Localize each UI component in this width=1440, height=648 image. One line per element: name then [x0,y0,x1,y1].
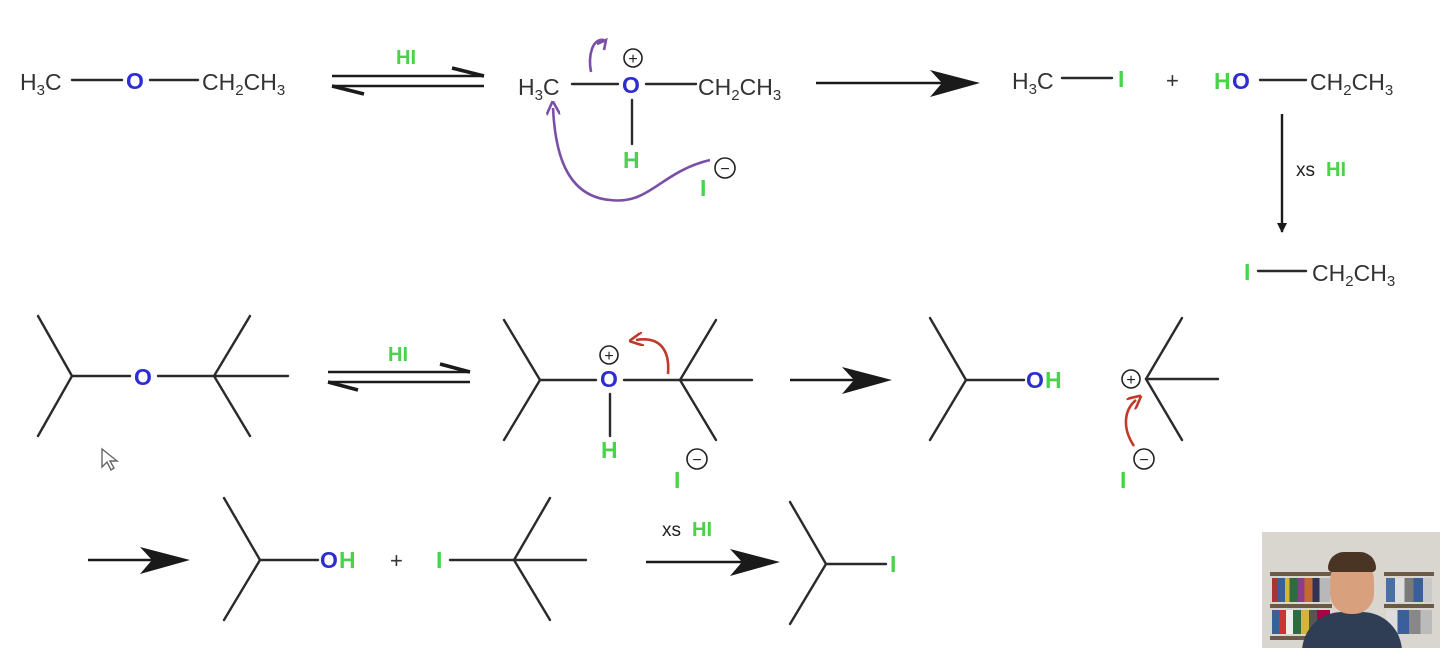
svg-text:+: + [1126,372,1135,389]
negative-charge-icon: − [1133,448,1155,470]
bond-cleavage-arrowhead [596,37,608,51]
oxygen-atom: O [1232,68,1250,94]
positive-charge-icon: + [623,48,643,68]
oxygen-atom: O [622,72,640,98]
oxygen-atom: O [1026,367,1044,393]
iodide-ion: I [700,175,706,201]
iodide-ion: I [1120,467,1126,493]
plus-sign: + [1166,68,1179,93]
svg-text:+: + [604,348,613,365]
svg-text:−: − [692,452,701,469]
ethyl-group: CH2CH3 [698,74,781,104]
reagent-hi: HI [396,47,416,69]
negative-charge-icon: − [686,448,708,470]
arrowhead [930,70,980,97]
methyl-ethyl-ether: H3C O CH2CH3 [20,68,285,99]
svg-text:−: − [720,161,729,178]
methyl-group: H3C [20,69,62,99]
oxygen-atom: O [320,547,338,573]
excess-label: xs [662,520,681,541]
methyl-group: H3C [518,74,560,104]
protonated-branched-ether: O + H I − [502,318,754,493]
arrowhead [842,367,892,394]
mouse-pointer-icon [101,447,119,472]
oxygen-atom: O [600,366,618,392]
positive-charge-icon: + [1121,369,1141,389]
plus-sign: + [390,548,403,573]
nucleophilic-attack-arrow [1124,400,1136,447]
isopropanol: O H [928,316,1062,442]
bond-cleavage-arrow [588,38,605,73]
arrowhead [730,549,780,576]
ethanol: H O CH2CH3 [1214,68,1393,99]
arrowhead [140,547,190,574]
iodine-atom: I [1244,259,1250,285]
ethyl-group: CH2CH3 [202,69,285,99]
hydroxyl-hydrogen: H [1045,367,1062,393]
oxygen-atom: O [134,364,152,390]
iodide-ion: I [674,467,680,493]
iodine-atom: I [890,551,896,577]
ethyl-group: CH2CH3 [1312,260,1395,290]
methyl-iodide: H3C I [1012,66,1124,98]
isopropanol: O H [222,496,356,622]
isopropyl-iodide: I [788,500,896,626]
tert-butyl-cation: + I − [1120,316,1220,493]
svg-text:+: + [628,51,637,68]
oxygen-atom: O [126,68,144,94]
proton: H [623,147,640,173]
ethyl-group: CH2CH3 [1310,69,1393,99]
proton: H [601,437,618,463]
bond-cleavage-arrow [636,339,670,375]
tert-butyl-iodide: I [436,496,588,622]
equilibrium-arrow: HI [331,47,485,96]
ethyl-iodide: I CH2CH3 [1244,259,1395,290]
protonated-ether: H3C O + CH2CH3 H I − [518,37,781,202]
isopropyl-tert-butyl-ether: O [36,314,290,438]
svg-text:−: − [1139,452,1148,469]
positive-charge-icon: + [599,345,619,365]
presenter-webcam [1262,532,1440,648]
methyl-group: H3C [1012,68,1054,98]
iodine-atom: I [1118,66,1124,92]
reagent-hi: HI [692,519,712,541]
nucleophilic-attack-arrow [553,108,711,202]
reagent-hi: HI [1326,159,1346,181]
iodine-atom: I [436,547,442,573]
hydroxyl-hydrogen: H [1214,68,1231,94]
reagent-hi: HI [388,344,408,366]
hydroxyl-hydrogen: H [339,547,356,573]
negative-charge-icon: − [714,157,736,179]
equilibrium-arrow: HI [327,344,471,392]
excess-label: xs [1296,160,1315,181]
